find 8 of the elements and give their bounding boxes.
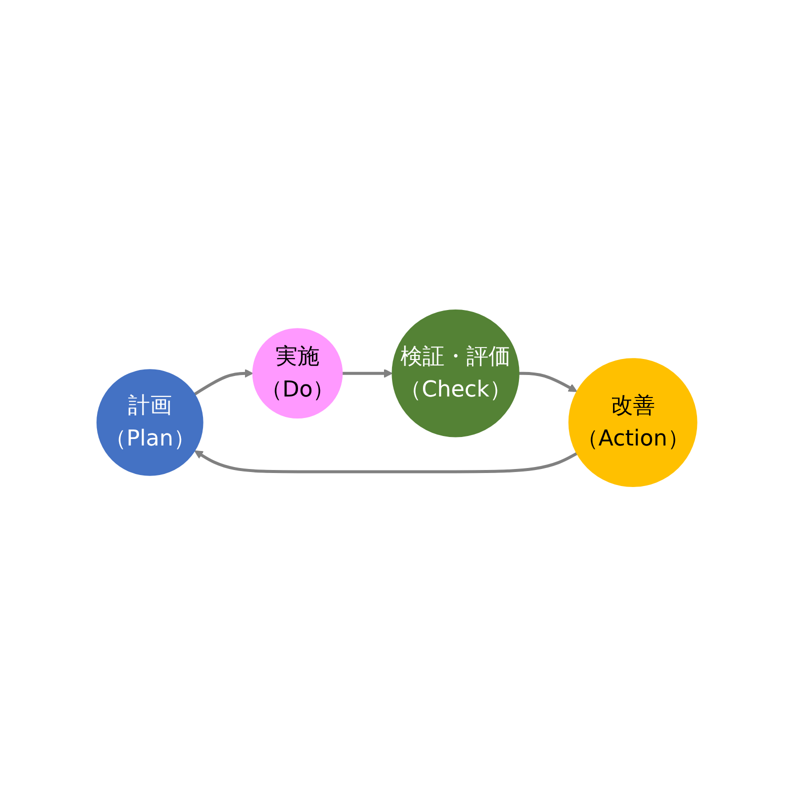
- node-circle: 計画 （Plan）: [96, 368, 203, 476]
- arrow: [342, 368, 392, 378]
- node-circle: 改善 （Action）: [568, 358, 697, 487]
- arrow: [193, 368, 253, 396]
- node-circle: 実施 （Do）: [252, 328, 342, 418]
- arrow: [518, 372, 577, 392]
- arrow: [194, 450, 578, 473]
- node-circle: 検証・評価 （Check）: [391, 309, 519, 437]
